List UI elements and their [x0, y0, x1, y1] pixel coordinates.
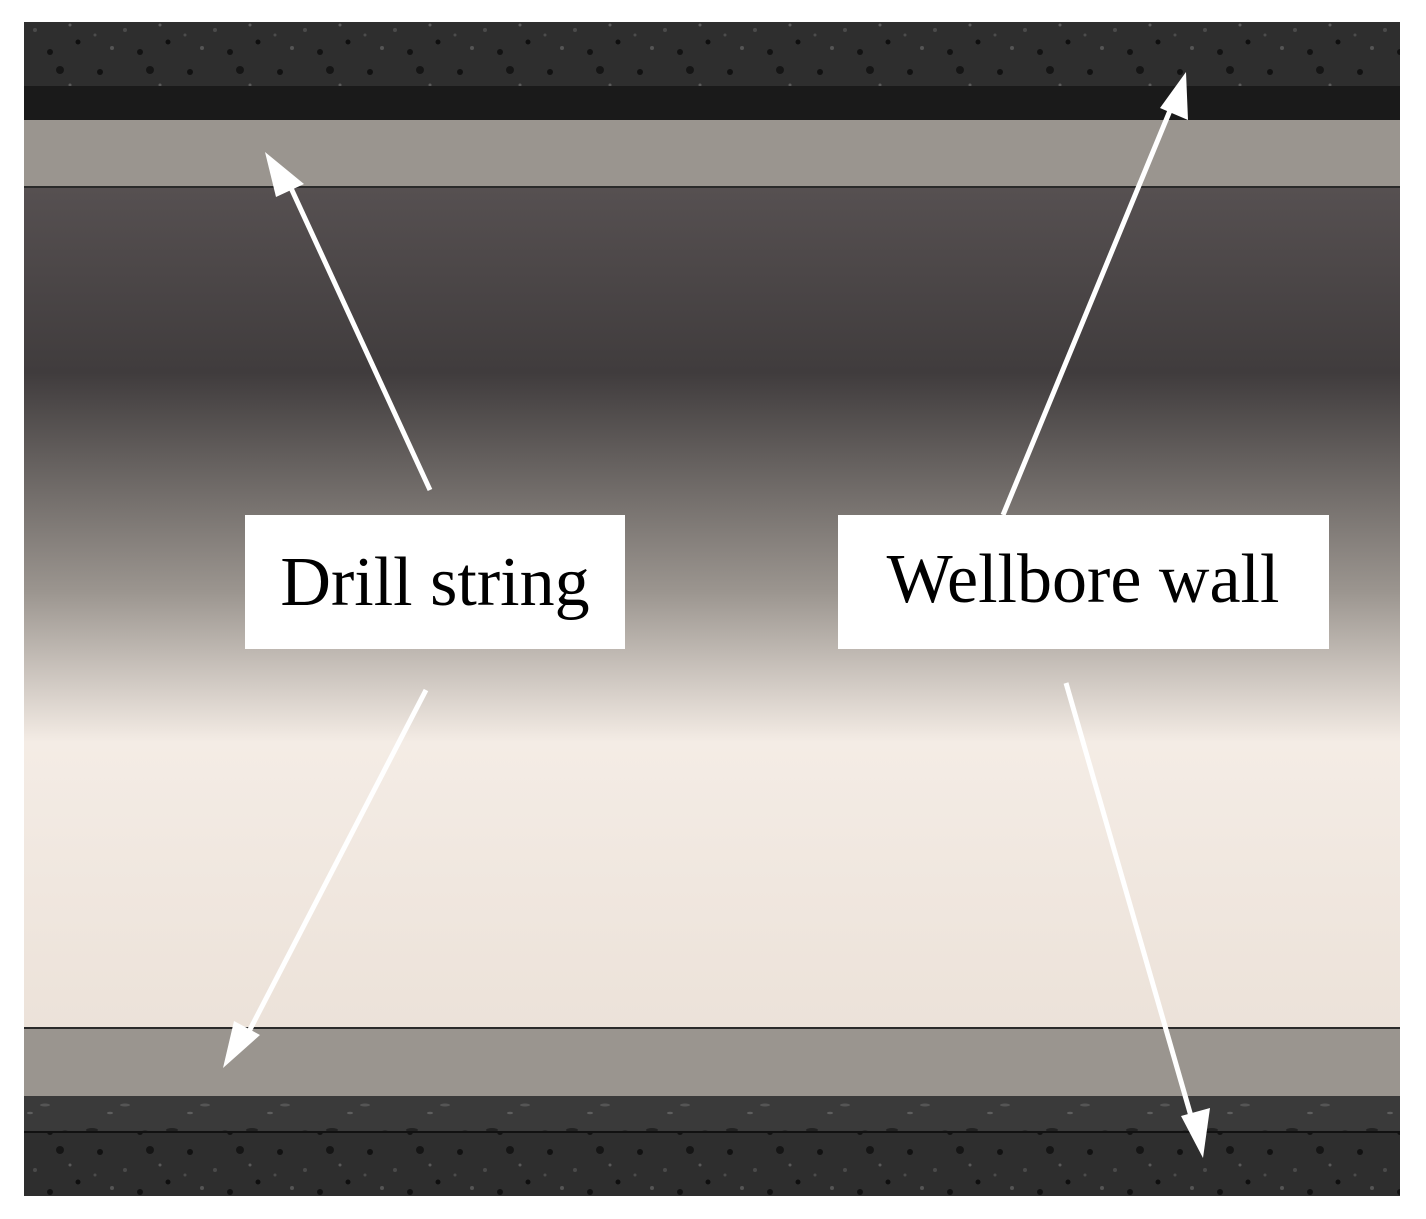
bottom-wellbore-wall-band: [24, 1096, 1400, 1132]
wellbore-wall-arrow-down: [1063, 682, 1210, 1158]
arrow-head-icon: [265, 152, 304, 197]
drill-string-label: Drill string: [245, 515, 625, 649]
arrow-head-icon: [223, 1021, 260, 1068]
arrow-head-icon: [1181, 1108, 1210, 1158]
wellbore-wall-arrow-up: [1000, 72, 1188, 516]
wellbore-wall-label-text: Wellbore wall: [887, 541, 1280, 618]
drill-string-arrow-up: [265, 152, 433, 492]
top-annulus: [24, 120, 1400, 186]
drill-string-label-text: Drill string: [280, 544, 589, 621]
top-rock-formation: [24, 22, 1400, 86]
top-wellbore-wall-band: [24, 86, 1400, 120]
drill-string-label-box: [245, 515, 625, 649]
wellbore-wall-label: Wellbore wall: [838, 515, 1329, 649]
arrow-head-icon: [1160, 72, 1188, 120]
wellbore-wall-label-box: [838, 515, 1329, 649]
drill-string-arrow-down: [223, 688, 429, 1068]
bottom-rock-formation: [24, 1133, 1400, 1196]
